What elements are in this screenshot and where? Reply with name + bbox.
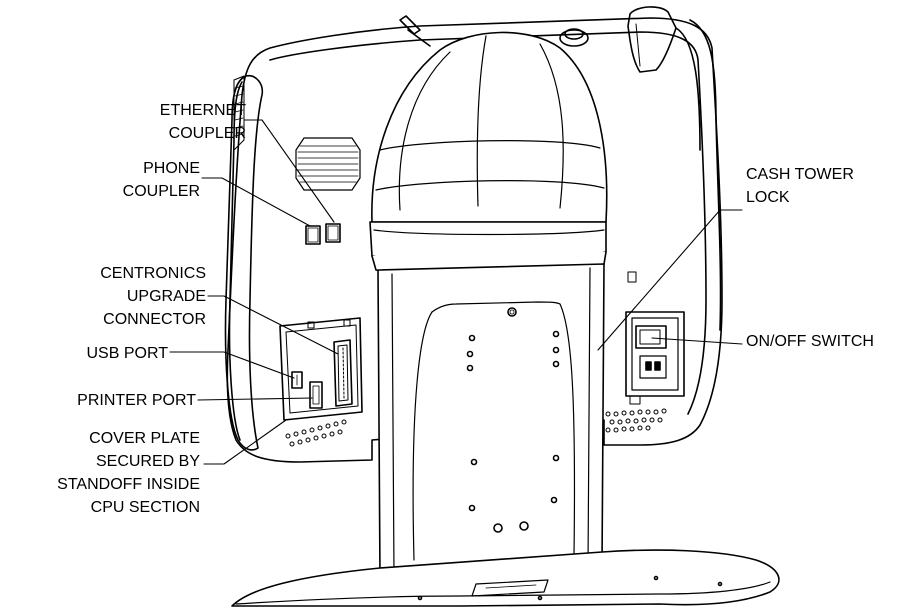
cover-plate-label-line-4: CPU SECTION (90, 499, 200, 516)
on-off-leader-line (651, 337, 743, 345)
phone-coupler-label: PHONE COUPLER (86, 157, 200, 203)
centronics-leader-line (207, 295, 339, 355)
cover-plate-label-line-3: STANDOFF INSIDE (57, 476, 200, 493)
centronics-connector (333, 339, 353, 407)
on-off-switch-label-text: ON/OFF SWITCH (746, 333, 874, 350)
centronics-label-line-2: UPGRADE (126, 288, 206, 305)
cpu-cover-plate (279, 317, 363, 421)
ethernet-coupler-label-line-2: COUPLER (168, 125, 246, 142)
cash-tower-lock-label-line-1: CASH TOWER (746, 166, 854, 183)
on-off-switch-label: ON/OFF SWITCH (746, 330, 906, 353)
ethernet-coupler-port (325, 223, 341, 243)
usb-port-label: USB PORT (40, 342, 169, 365)
ethernet-coupler-label: ETHERNET COUPLER (86, 99, 246, 145)
printer-leader-line (197, 397, 313, 401)
cover-plate-label: COVER PLATE SECURED BY STANDOFF INSIDE C… (4, 427, 200, 519)
leader-lines (169, 119, 743, 465)
cover-plate-label-line-2: SECURED BY (95, 453, 200, 470)
centronics-label-line-1: CENTRONICS (100, 265, 206, 282)
cash-tower-lock-label: CASH TOWER LOCK (746, 163, 886, 209)
printer-port-label-text: PRINTER PORT (77, 392, 196, 409)
usb-port (291, 371, 303, 389)
usb-port-label-text: USB PORT (86, 345, 169, 362)
cash-tower-lock-label-line-2: LOCK (746, 189, 790, 206)
cover-plate-label-line-1: COVER PLATE (89, 430, 200, 447)
power-inlet-switch (625, 271, 685, 405)
printer-port (309, 381, 323, 409)
cover-plate-leader-line (203, 419, 287, 465)
cash-tower-stand (231, 31, 780, 607)
centronics-label: CENTRONICS UPGRADE CONNECTOR (50, 262, 206, 331)
usb-leader-line (169, 351, 295, 379)
cash-tower-lock-leader-line (597, 209, 743, 351)
ethernet-leader-line (243, 119, 335, 223)
phone-leader-line (201, 177, 311, 227)
lower-left-vents (285, 419, 347, 447)
printer-port-label: PRINTER PORT (30, 389, 196, 412)
phone-coupler-label-line-1: PHONE (143, 160, 200, 177)
phone-coupler-port (305, 225, 321, 245)
ethernet-coupler-label-line-1: ETHERNET (159, 102, 246, 119)
lower-right-vents (605, 408, 667, 433)
centronics-label-line-3: CONNECTOR (103, 311, 206, 328)
phone-coupler-label-line-2: COUPLER (122, 183, 200, 200)
rear-housing (224, 6, 723, 463)
